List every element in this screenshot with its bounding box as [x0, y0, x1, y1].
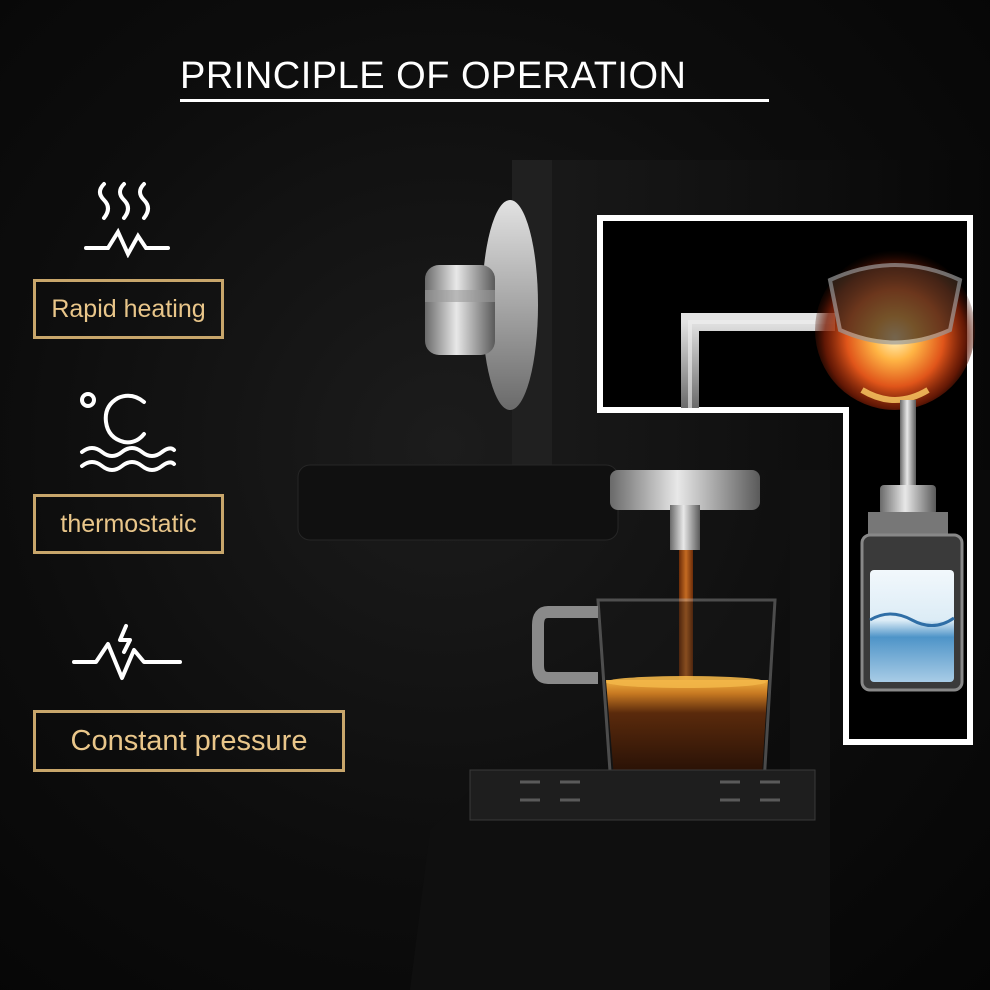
feature-rapid-heating-label: Rapid heating: [33, 279, 224, 339]
feature-constant-pressure-label: Constant pressure: [33, 710, 345, 772]
pressure-pulse-icon: [72, 624, 182, 680]
drip-tray: [469, 769, 816, 821]
coffee-stream: [679, 550, 693, 680]
pump: [880, 485, 936, 515]
cup-handle: [532, 606, 598, 684]
machine-base: [410, 790, 830, 990]
page-title: PRINCIPLE OF OPERATION: [180, 55, 687, 97]
cup-coffee: [606, 680, 768, 790]
portafilter-spout: [670, 505, 700, 550]
celsius-water-icon: [80, 392, 176, 472]
title-underline: [180, 99, 769, 102]
portafilter-handle: [297, 464, 619, 541]
control-knob: [425, 265, 495, 355]
control-dial-plate: [482, 200, 538, 410]
heat-waves-icon: [84, 182, 170, 258]
boiler-chamber: [827, 263, 963, 345]
portafilter-basket: [610, 470, 760, 510]
water-tank-water: [870, 570, 954, 682]
feature-thermostatic-label: thermostatic: [33, 494, 224, 554]
pump-pipe: [900, 400, 916, 490]
